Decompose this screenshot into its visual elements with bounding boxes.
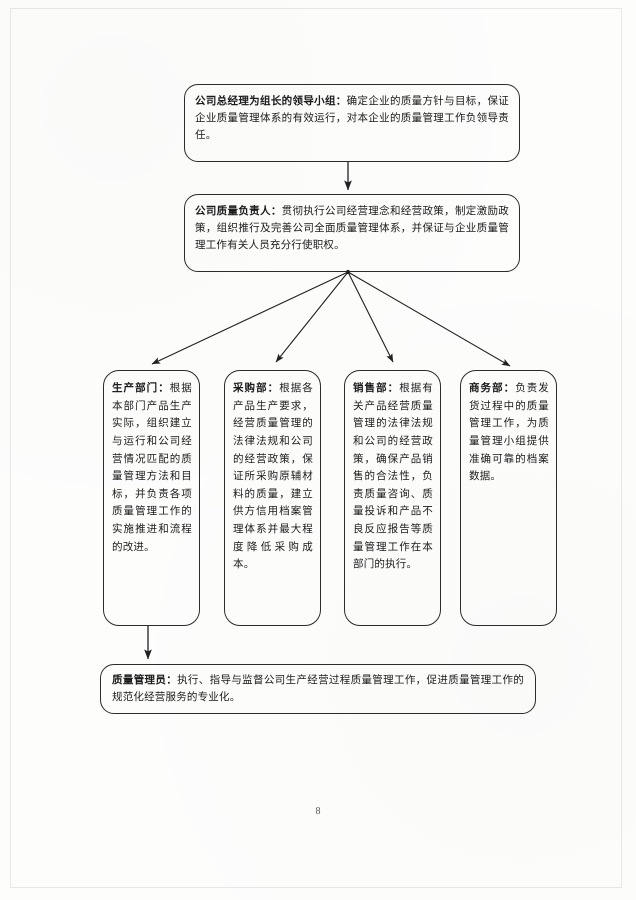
node-purchasing-department-body: 根据各产品生产要求，经营质量管理的法律法规和公司的经营政策，保证所采购原辅材料的…	[233, 382, 313, 571]
node-quality-manager-body: 执行、指导与监督公司生产经营过程质量管理工作，促进质量管理工作的规范化经营服务的…	[112, 674, 524, 703]
node-business-department-text: 商务部：负责发货过程中的质量管理工作，为质量管理小组提供准确可靠的档案数据。	[461, 371, 556, 492]
node-sales-department-text: 销售部：根据有关产品经营质量管理的法律法规和公司的经营政策，确保产品销售的合法性…	[345, 371, 440, 580]
node-quality-manager-text: 质量管理员：执行、指导与监督公司生产经营过程质量管理工作，促进质量管理工作的规范…	[101, 665, 535, 713]
node-sales-department-lead: 销售部：	[353, 382, 400, 394]
node-leadership-group-lead: 公司总经理为组长的领导小组：	[195, 95, 347, 107]
node-quality-manager-lead: 质量管理员：	[112, 674, 178, 686]
edge-quality-officer-to-purchasing	[275, 271, 349, 363]
node-business-department-lead: 商务部：	[469, 382, 516, 394]
node-sales-department-body: 根据有关产品经营质量管理的法律法规和公司的经营政策，确保产品销售的合法性，负责质…	[353, 382, 433, 571]
node-quality-officer-lead: 公司质量负责人：	[195, 205, 282, 217]
node-quality-officer-text: 公司质量负责人：贯彻执行公司经营理念和经营政策，制定激励政策，组织推行及完善公司…	[185, 195, 519, 260]
node-leadership-group-text: 公司总经理为组长的领导小组：确定企业的质量方针与目标，保证企业质量管理体系的有效…	[185, 85, 519, 150]
edge-quality-officer-to-business	[347, 271, 511, 367]
edge-quality-officer-to-production	[151, 271, 349, 365]
node-production-department-text: 生产部门：根据本部门产品生产实际，组织建立与运行和公司经营情况匹配的质量管理方法…	[104, 371, 199, 562]
node-leadership-group: 公司总经理为组长的领导小组：确定企业的质量方针与目标，保证企业质量管理体系的有效…	[184, 84, 520, 162]
node-quality-manager: 质量管理员：执行、指导与监督公司生产经营过程质量管理工作，促进质量管理工作的规范…	[100, 664, 536, 714]
node-business-department: 商务部：负责发货过程中的质量管理工作，为质量管理小组提供准确可靠的档案数据。	[460, 370, 557, 626]
node-production-department: 生产部门：根据本部门产品生产实际，组织建立与运行和公司经营情况匹配的质量管理方法…	[103, 370, 200, 626]
edge-quality-officer-to-sales	[347, 271, 394, 363]
page-number: 8	[315, 806, 321, 817]
node-purchasing-department-lead: 采购部：	[233, 382, 280, 394]
node-business-department-body: 负责发货过程中的质量管理工作，为质量管理小组提供准确可靠的档案数据。	[469, 382, 549, 483]
node-production-department-lead: 生产部门：	[112, 382, 170, 394]
node-purchasing-department-text: 采购部：根据各产品生产要求，经营质量管理的法律法规和公司的经营政策，保证所采购原…	[225, 371, 320, 580]
node-production-department-body: 根据本部门产品生产实际，组织建立与运行和公司经营情况匹配的质量管理方法和目标，并…	[112, 382, 192, 553]
node-leadership-group-body: 确定企业的质量方针与目标，保证企业质量管理体系的有效运行，对本企业的质量管理工作…	[195, 95, 509, 141]
node-sales-department: 销售部：根据有关产品经营质量管理的法律法规和公司的经营政策，确保产品销售的合法性…	[344, 370, 441, 626]
node-quality-officer: 公司质量负责人：贯彻执行公司经营理念和经营政策，制定激励政策，组织推行及完善公司…	[184, 194, 520, 272]
node-purchasing-department: 采购部：根据各产品生产要求，经营质量管理的法律法规和公司的经营政策，保证所采购原…	[224, 370, 321, 626]
node-quality-officer-body: 贯彻执行公司经营理念和经营政策，制定激励政策，组织推行及完善公司全面质量管理体系…	[195, 205, 509, 251]
